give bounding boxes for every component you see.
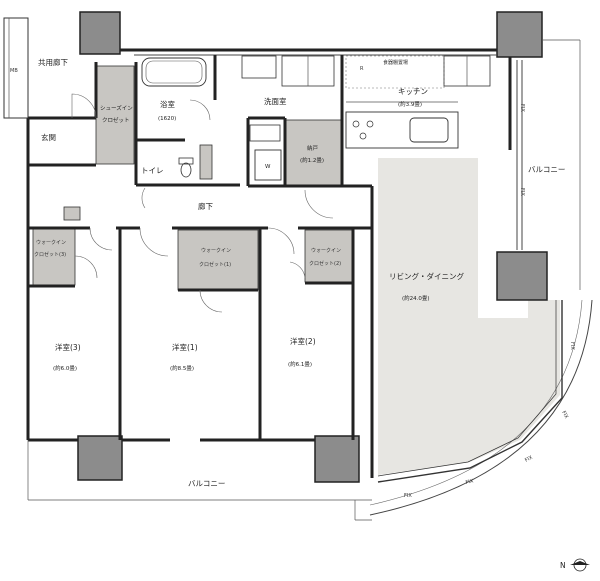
label-bath-size: (1620): [158, 116, 176, 122]
label-shoe-closet-1: シューズイン: [100, 104, 133, 112]
balcony-curve-rail-inner: [369, 299, 583, 506]
label-fix: FIX: [465, 478, 475, 486]
door-corridor-1: [89, 227, 113, 251]
door-toilet: [141, 187, 146, 209]
shoe-closet: [95, 65, 135, 165]
label-bath: 浴室: [160, 99, 175, 109]
living-dining-floor: [378, 158, 560, 475]
door-wic1: [199, 289, 223, 313]
label-wic2-b: クロゼット(2): [309, 260, 341, 267]
kitchen-counter: [345, 111, 459, 149]
label-wic1-b: クロゼット(1): [199, 261, 231, 268]
label-kitchen: キッチン: [398, 87, 428, 96]
label-room1-size: (約8.5畳): [170, 364, 194, 372]
label-wic1-a: ウォークイン: [201, 247, 231, 254]
walk-in-closet-2: [304, 229, 354, 283]
washer-space: [254, 149, 282, 181]
door-room2: [267, 227, 295, 255]
label-common-corridor: 共用廊下: [38, 57, 68, 67]
washroom-vanity: [241, 55, 277, 79]
label-wic2-a: ウォークイン: [311, 247, 341, 254]
door-living: [304, 189, 334, 219]
column-se: [314, 435, 360, 483]
toilet-tank-icon: [178, 157, 194, 165]
column-sw: [77, 435, 123, 481]
compass-arrow-icon: [570, 561, 590, 565]
stove-burner-icon: [352, 120, 360, 128]
label-entrance: 玄関: [41, 132, 56, 142]
label-washroom: 洗面室: [264, 96, 287, 106]
walk-in-closet-3: [32, 227, 76, 286]
balcony-curve-rail: [369, 299, 593, 516]
label-living: リビング・ダイニング: [389, 271, 464, 281]
window-curve-inner: [377, 300, 557, 477]
label-balcony-east: バルコニー: [528, 165, 565, 174]
door-entrance: [71, 93, 97, 119]
label-fix: FIX: [519, 104, 525, 112]
storage-room: [285, 119, 343, 187]
label-room2: 洋室(2): [290, 336, 316, 346]
column-ne: [496, 11, 543, 58]
label-mb: MB: [10, 68, 18, 74]
stove-burner-icon: [366, 120, 374, 128]
label-fridge: R: [360, 66, 364, 72]
label-fix: FIX: [524, 454, 534, 463]
door-wic2: [289, 261, 306, 279]
compass-label: N: [560, 561, 566, 570]
door-room1: [139, 227, 169, 257]
label-fix: FIX: [560, 410, 569, 420]
label-shoe-closet-2: クロゼット: [102, 116, 130, 124]
window-curve: [377, 300, 563, 483]
label-room1: 洋室(1): [172, 342, 198, 352]
label-wic3-a: ウォークイン: [36, 239, 66, 246]
bathtub: [141, 57, 207, 87]
label-wic3-b: クロゼット(3): [34, 251, 66, 258]
label-room2-size: (約6.1畳): [288, 360, 312, 368]
label-washer: W: [265, 164, 271, 170]
label-room3-size: (約6.0畳): [53, 364, 77, 372]
label-kitchen-size: (約3.9畳): [398, 100, 422, 108]
kitchen-sink: [409, 117, 449, 143]
label-balcony-south: バルコニー: [188, 479, 225, 488]
label-storage-size: (約1.2畳): [300, 156, 324, 164]
label-fix: FIX: [404, 493, 412, 499]
label-living-size: (約24.0畳): [402, 294, 430, 302]
washroom-basin: [249, 124, 281, 142]
label-fix: FIX: [569, 342, 575, 350]
column-nw: [79, 11, 121, 55]
mb-shaft: [3, 17, 29, 119]
label-toilet: トイレ: [141, 166, 164, 175]
stove-burner-icon: [359, 132, 367, 140]
small-closet-corridor: [63, 206, 81, 221]
label-storage: 納戸: [307, 144, 319, 152]
wash-closet: [199, 144, 213, 180]
column-east-mid: [496, 251, 548, 301]
label-fix: FIX: [519, 188, 525, 196]
bathtub-inner: [145, 60, 203, 84]
label-room3: 洋室(3): [55, 342, 81, 352]
toilet-bowl-icon: [180, 162, 192, 178]
door-wic3: [74, 255, 98, 279]
door-bath: [189, 99, 211, 121]
walk-in-closet-1: [177, 229, 259, 291]
label-corridor: 廊下: [198, 201, 213, 211]
label-dish-shelf: 食器棚置場: [383, 59, 408, 66]
